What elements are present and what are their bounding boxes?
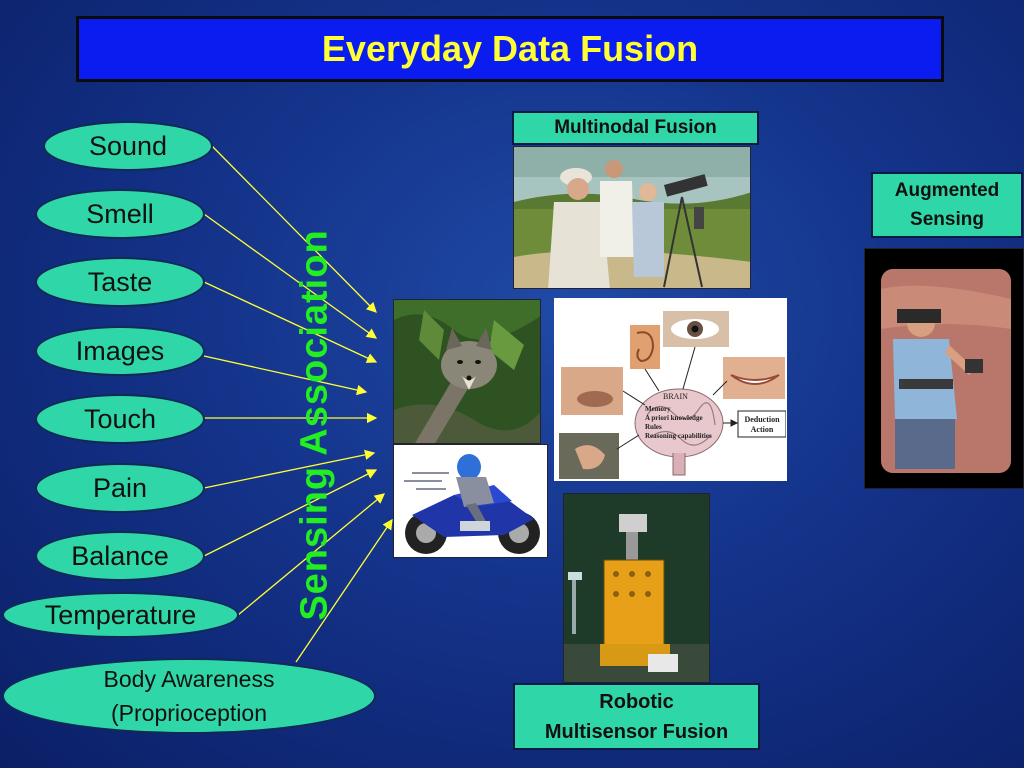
brain-label: BRAIN: [663, 392, 688, 401]
birdwatchers-photo: [513, 146, 751, 289]
sense-images: Images: [35, 326, 205, 376]
augmented-line2: Sensing: [910, 209, 984, 230]
sense-smell: Smell: [35, 189, 205, 239]
sense-touch-label: Touch: [83, 403, 157, 434]
sense-images-label: Images: [75, 335, 165, 366]
robotic-line2: Multisensor Fusion: [544, 720, 729, 743]
sense-sound: Sound: [43, 121, 213, 171]
augmented-sensing-label: Augmented Sensing: [871, 172, 1023, 238]
sense-sound-label: Sound: [88, 130, 168, 161]
motorcycle-photo: [393, 444, 548, 558]
augmented-sensing-photo: [864, 248, 1024, 489]
sense-smell-label: Smell: [86, 198, 154, 229]
sense-balance-label: Balance: [71, 540, 169, 571]
brain-item-rules: Rules: [645, 423, 662, 431]
multinodal-fusion-label: Multinodal Fusion: [512, 111, 759, 145]
sense-pain-label: Pain: [92, 472, 148, 503]
slide-title: Everyday Data Fusion: [321, 28, 699, 69]
arrow-taste: [203, 281, 378, 363]
sense-body-awareness: Body Awareness (Proprioception: [2, 658, 376, 734]
arrow-pain: [203, 449, 376, 489]
brain-item-reasoning: Reasoning capabilities: [645, 432, 712, 440]
sense-balance: Balance: [35, 531, 205, 581]
robotic-multisensor-label: Robotic Multisensor Fusion: [513, 683, 760, 750]
sense-taste: Taste: [35, 257, 205, 307]
robotic-line1: Robotic: [599, 690, 674, 713]
deduction-line1: Deduction: [744, 415, 780, 424]
sense-touch: Touch: [35, 394, 205, 444]
title-bar: Everyday Data Fusion: [76, 16, 944, 82]
sense-temperature: Temperature: [2, 592, 239, 638]
fox-photo: [393, 299, 541, 444]
deduction-line2: Action: [751, 425, 774, 434]
augmented-line1: Augmented: [894, 180, 1000, 201]
sense-pain: Pain: [35, 463, 205, 513]
sensing-association-label: Sensing Association: [293, 229, 336, 621]
multinodal-fusion-text: Multinodal Fusion: [554, 117, 717, 138]
arrow-smell: [203, 213, 378, 339]
brain-item-memory: Memory: [645, 405, 671, 413]
sense-taste-label: Taste: [87, 266, 153, 297]
body-awareness-line2: (Proprioception: [111, 700, 267, 726]
brain-item-knowledge: A priori knowledge: [645, 414, 703, 422]
robot-photo: [563, 493, 710, 683]
brain-diagram: BRAIN Memory A priori knowledge Rules Re…: [554, 298, 787, 481]
arrow-balance: [203, 469, 378, 557]
arrow-images: [203, 355, 368, 396]
sense-temperature-label: Temperature: [44, 599, 197, 630]
body-awareness-line1: Body Awareness: [103, 666, 275, 692]
